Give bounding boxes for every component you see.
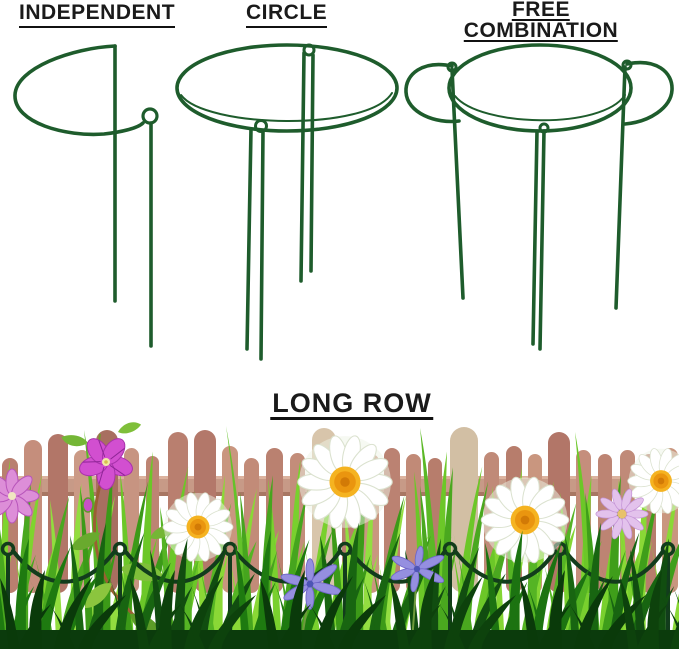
mallow-bud: [82, 497, 94, 513]
half-circle-hoop: [13, 44, 145, 137]
mallow-flower-small: [0, 468, 40, 524]
left-wing-hoop: [404, 62, 461, 124]
ring-hoop: [175, 43, 399, 133]
stake-leg: [450, 67, 465, 300]
long-row-title: LONG ROW: [270, 388, 434, 420]
mallow-plant: [0, 420, 219, 649]
stake-leg: [531, 129, 539, 346]
plant-supports-illustration: [13, 43, 674, 361]
center-hoop: [447, 43, 633, 133]
connector-loop: [141, 107, 159, 125]
wire-loop: [0, 541, 16, 557]
connector-loop: [302, 43, 316, 57]
grass-base-layer: [0, 570, 679, 649]
stake-leg: [614, 65, 627, 310]
mallow-flower: [79, 438, 133, 490]
wire-loop: [442, 541, 458, 557]
stake-leg: [245, 127, 253, 351]
independent-support: [13, 44, 159, 348]
connector-loop: [254, 119, 268, 133]
circle-support: [175, 43, 399, 361]
free-combination-title-line1: FREE: [464, 0, 618, 21]
free-combination-title: FREE COMBINATION: [463, 0, 619, 42]
stake-leg: [299, 51, 306, 283]
wire-arc: [563, 549, 665, 584]
garden-scene-illustration: [0, 420, 679, 649]
ring-inner-rim: [180, 92, 393, 122]
independent-title: INDEPENDENT: [19, 1, 176, 28]
combination-label: COMBINATION: [463, 19, 619, 42]
center-inner-rim: [454, 94, 626, 122]
wire-loop: [112, 541, 128, 557]
free-combination-support: [404, 43, 674, 351]
free-label: FREE: [511, 0, 570, 21]
wire-arc: [453, 549, 557, 584]
connector-loop: [621, 59, 633, 71]
free-combination-title-line2: COMBINATION: [463, 19, 619, 42]
right-wing-hoop: [623, 60, 674, 126]
stake-leg: [538, 129, 546, 351]
wire-loop: [337, 541, 353, 557]
circle-title: CIRCLE: [246, 1, 328, 28]
stake-leg: [259, 129, 265, 361]
stake-leg: [309, 53, 315, 273]
